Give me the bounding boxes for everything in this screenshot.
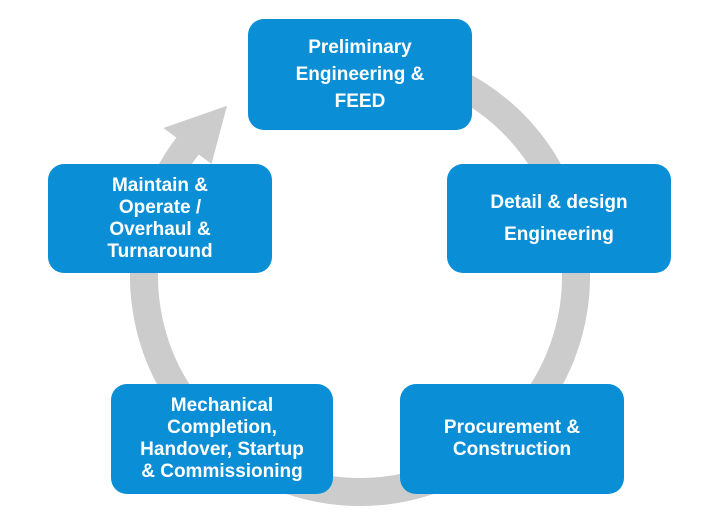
stage-preliminary-engineering-feed[interactable]: Preliminary Engineering & FEED	[248, 19, 472, 130]
stage-label-line: Overhaul &	[109, 218, 211, 240]
stage-label: Mechanical Completion, Handover, Startup…	[140, 395, 304, 483]
stage-label-line: Operate /	[118, 196, 202, 218]
stage-label-line: FEED	[334, 91, 386, 112]
stage-procurement-construction[interactable]: Procurement & Construction	[400, 384, 624, 494]
stage-label-line: Maintain &	[111, 174, 209, 196]
stage-label-line: Turnaround	[107, 240, 213, 262]
stage-label: Preliminary Engineering & FEED	[296, 34, 425, 115]
stage-label-line: Engineering	[504, 223, 614, 245]
stage-label-line: Procurement &	[443, 417, 581, 438]
stage-label-line: Engineering &	[295, 64, 425, 85]
stage-label-line: & Commissioning	[141, 461, 303, 482]
arrow-head-icon	[163, 105, 228, 165]
stage-label-line: Preliminary	[308, 37, 412, 58]
stage-mechanical-completion-commissioning[interactable]: Mechanical Completion, Handover, Startup…	[111, 384, 333, 494]
stage-label-line: Mechanical	[170, 395, 274, 416]
stage-label-line: Construction	[452, 439, 572, 460]
stage-label-line: Completion,	[167, 417, 277, 438]
stage-label: Procurement & Construction	[444, 417, 580, 461]
stage-label: Maintain & Operate / Overhaul & Turnarou…	[107, 175, 212, 263]
stage-label-line: Detail & design	[490, 191, 628, 213]
stage-maintain-operate-turnaround[interactable]: Maintain & Operate / Overhaul & Turnarou…	[48, 164, 272, 273]
stage-detail-design-engineering[interactable]: Detail & design Engineering	[447, 164, 671, 273]
stage-label: Detail & design Engineering	[490, 187, 627, 251]
stage-label-line: Handover, Startup	[140, 439, 304, 460]
